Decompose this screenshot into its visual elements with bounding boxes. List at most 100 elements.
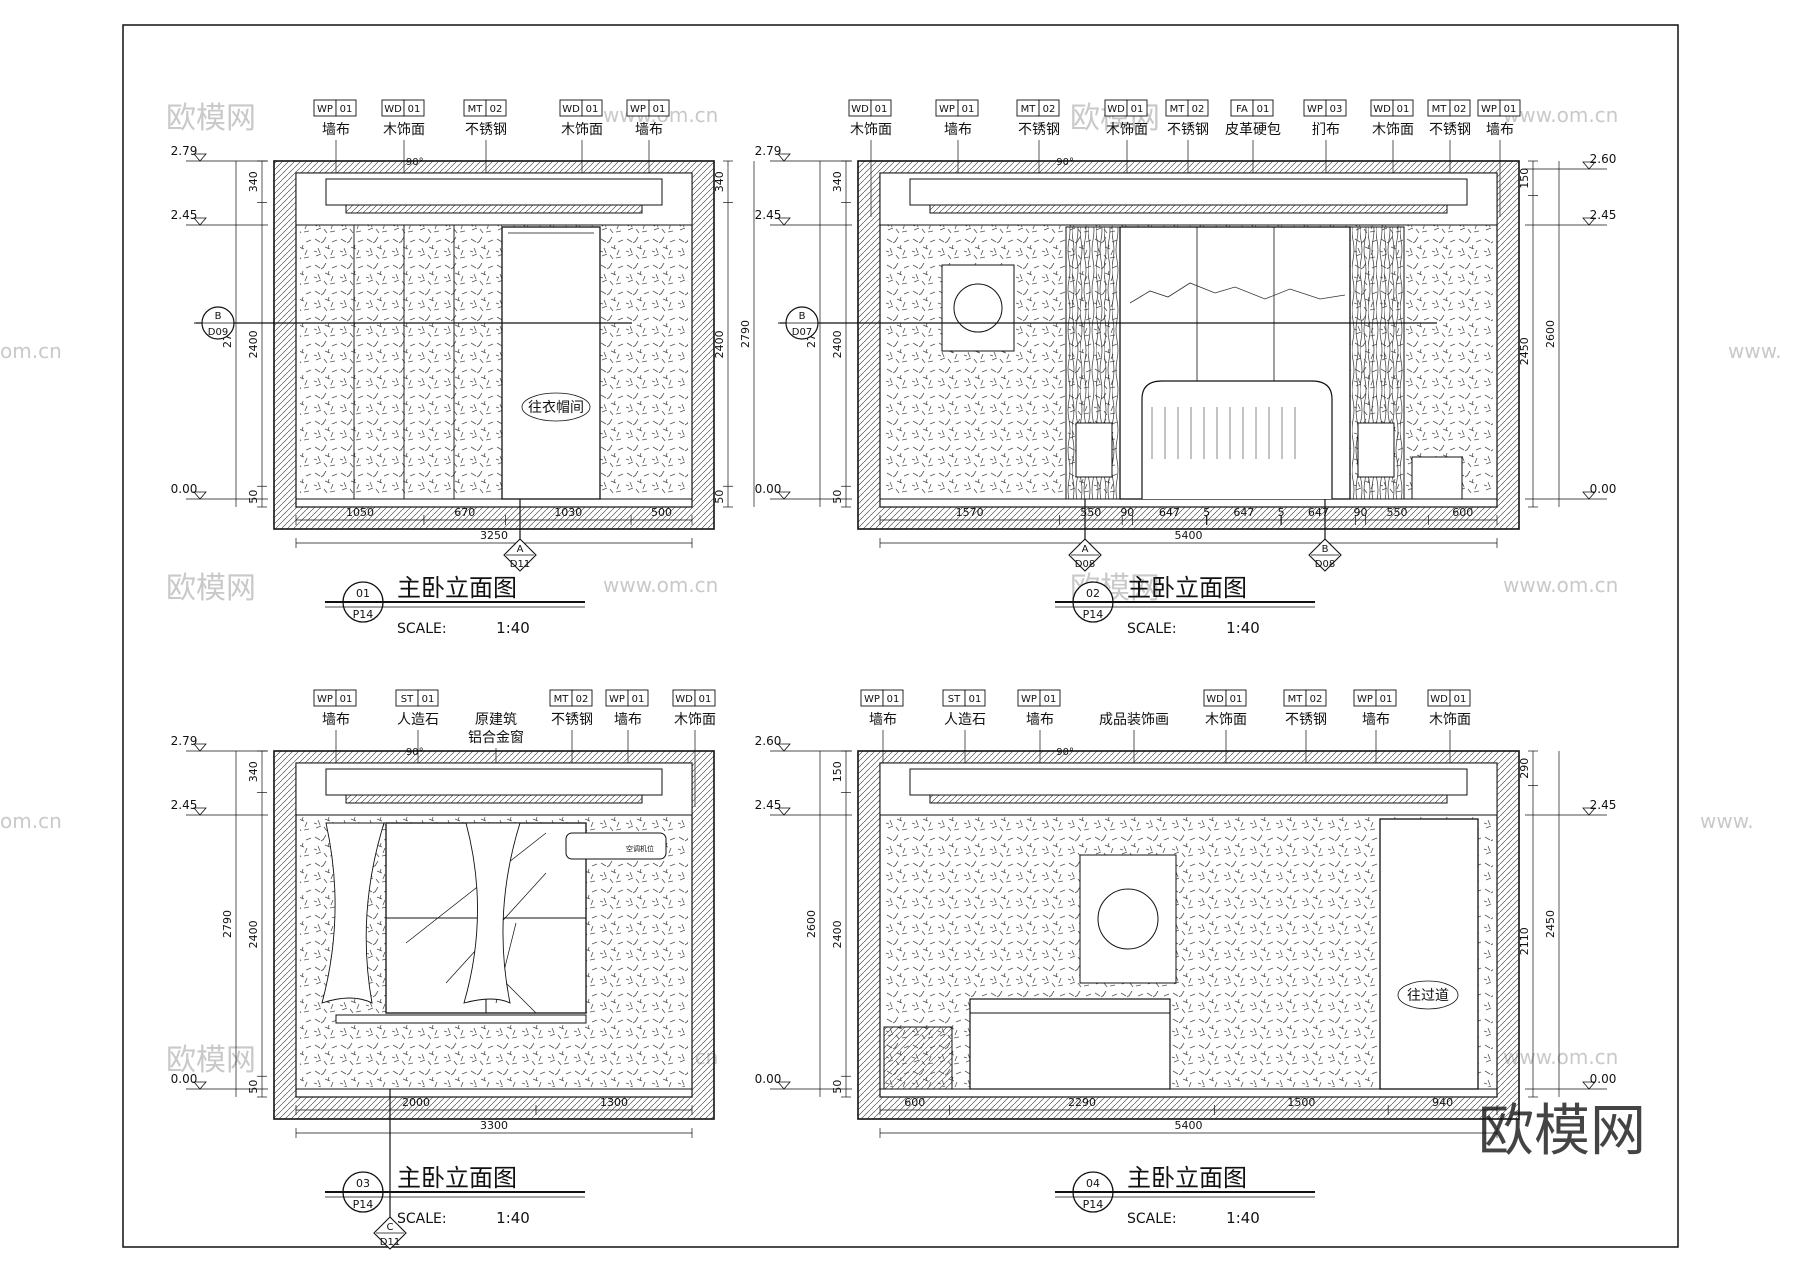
level-value: 2.79 bbox=[171, 734, 198, 748]
tag-num-box bbox=[1499, 99, 1521, 117]
level-triangle bbox=[777, 217, 791, 226]
ceiling-zone bbox=[879, 172, 1498, 226]
level-triangle bbox=[1582, 161, 1596, 170]
tag-num-box bbox=[1038, 99, 1060, 117]
tag-code: WP bbox=[1481, 104, 1497, 115]
tag-num-box bbox=[1126, 99, 1148, 117]
tag-code: FA bbox=[1236, 104, 1248, 115]
bench bbox=[1411, 456, 1463, 500]
section-letter: B bbox=[799, 311, 806, 322]
level-triangle bbox=[1582, 217, 1596, 226]
level-marker: 2.60 bbox=[755, 734, 852, 752]
dim-value: 600 bbox=[904, 1096, 925, 1109]
level-marker: 2.45 bbox=[755, 798, 852, 816]
tag-label: 墙布 bbox=[322, 712, 350, 728]
tag-num: 01 bbox=[1504, 104, 1517, 115]
level-triangle bbox=[1582, 491, 1596, 500]
section-letter: B bbox=[215, 311, 222, 322]
dim-value: 600 bbox=[1452, 506, 1473, 519]
view-title: 主卧立面图 bbox=[1127, 574, 1247, 602]
tag-code: WD bbox=[1430, 694, 1448, 705]
dim-value: 340 bbox=[713, 171, 726, 192]
dim-total: 2600 bbox=[1544, 320, 1557, 348]
view-sheet: P14 bbox=[353, 1198, 374, 1211]
tag-label: 皮革硬包 bbox=[1225, 122, 1281, 138]
watermark-brand: 欧模网 bbox=[166, 1043, 256, 1078]
dim-value: 290 bbox=[1518, 758, 1531, 779]
dim-value: 2000 bbox=[402, 1096, 430, 1109]
tag-num-box bbox=[1225, 689, 1247, 707]
tag-label: 墙布 bbox=[1486, 122, 1514, 138]
dim-value: 1050 bbox=[346, 506, 374, 519]
glass-reflection bbox=[405, 832, 547, 944]
watermark-url: www.om.cn bbox=[1503, 1045, 1618, 1069]
level-value: 2.45 bbox=[171, 798, 198, 812]
view-number: 03 bbox=[356, 1177, 370, 1190]
section-letter: A bbox=[517, 544, 524, 555]
tag-num: 01 bbox=[1131, 104, 1144, 115]
level-triangle bbox=[193, 491, 207, 500]
level-value: 2.45 bbox=[1590, 208, 1617, 222]
curtain-right bbox=[463, 822, 521, 1004]
dim-value: 2110 bbox=[1518, 927, 1531, 955]
tag-num: 01 bbox=[887, 694, 900, 705]
ac-unit-label: 空调机位 bbox=[626, 844, 654, 853]
tag-code: WP bbox=[1021, 694, 1037, 705]
level-marker: 2.45 bbox=[1525, 208, 1617, 226]
dim-value: 2400 bbox=[831, 920, 844, 948]
tag-label: 墙布 bbox=[614, 712, 642, 728]
tag-num-box bbox=[882, 689, 904, 707]
dim-value: 500 bbox=[651, 506, 672, 519]
nightstand-right bbox=[1357, 422, 1395, 478]
tag-num: 01 bbox=[632, 694, 645, 705]
cove-light bbox=[345, 794, 643, 804]
dim-total: 5400 bbox=[1175, 529, 1203, 542]
tag-code: MT bbox=[1432, 104, 1448, 115]
dim-value: 50 bbox=[713, 490, 726, 504]
tag-num-box bbox=[581, 99, 603, 117]
watermark-url-short: om.cn bbox=[0, 809, 62, 833]
tag-label: 墙布 bbox=[869, 712, 897, 728]
tag-code: MT bbox=[1170, 104, 1186, 115]
tag-num: 02 bbox=[1310, 694, 1323, 705]
scale-value: 1:40 bbox=[496, 619, 530, 637]
tag-num: 01 bbox=[875, 104, 888, 115]
level-marker: 0.00 bbox=[171, 482, 268, 500]
level-value: 2.45 bbox=[755, 798, 782, 812]
level-value: 2.45 bbox=[171, 208, 198, 222]
dim-total: 2790 bbox=[221, 910, 234, 938]
tag-label: 木饰面 bbox=[674, 712, 716, 728]
angle-label: 90° bbox=[1056, 157, 1074, 168]
tag-num-box bbox=[403, 99, 425, 117]
material-tag: WP 01 墙布 bbox=[1477, 99, 1521, 217]
tag-code: WD bbox=[1373, 104, 1391, 115]
tag-code: ST bbox=[401, 694, 414, 705]
dim-value: 1570 bbox=[956, 506, 984, 519]
dim-value: 50 bbox=[247, 490, 260, 504]
watermark-url-cut: www. bbox=[1700, 809, 1754, 833]
watermark-url: www.om.cn bbox=[1503, 103, 1618, 127]
tag-num: 02 bbox=[1454, 104, 1467, 115]
tag-num-box bbox=[1375, 689, 1397, 707]
view-sheet: P14 bbox=[353, 608, 374, 621]
